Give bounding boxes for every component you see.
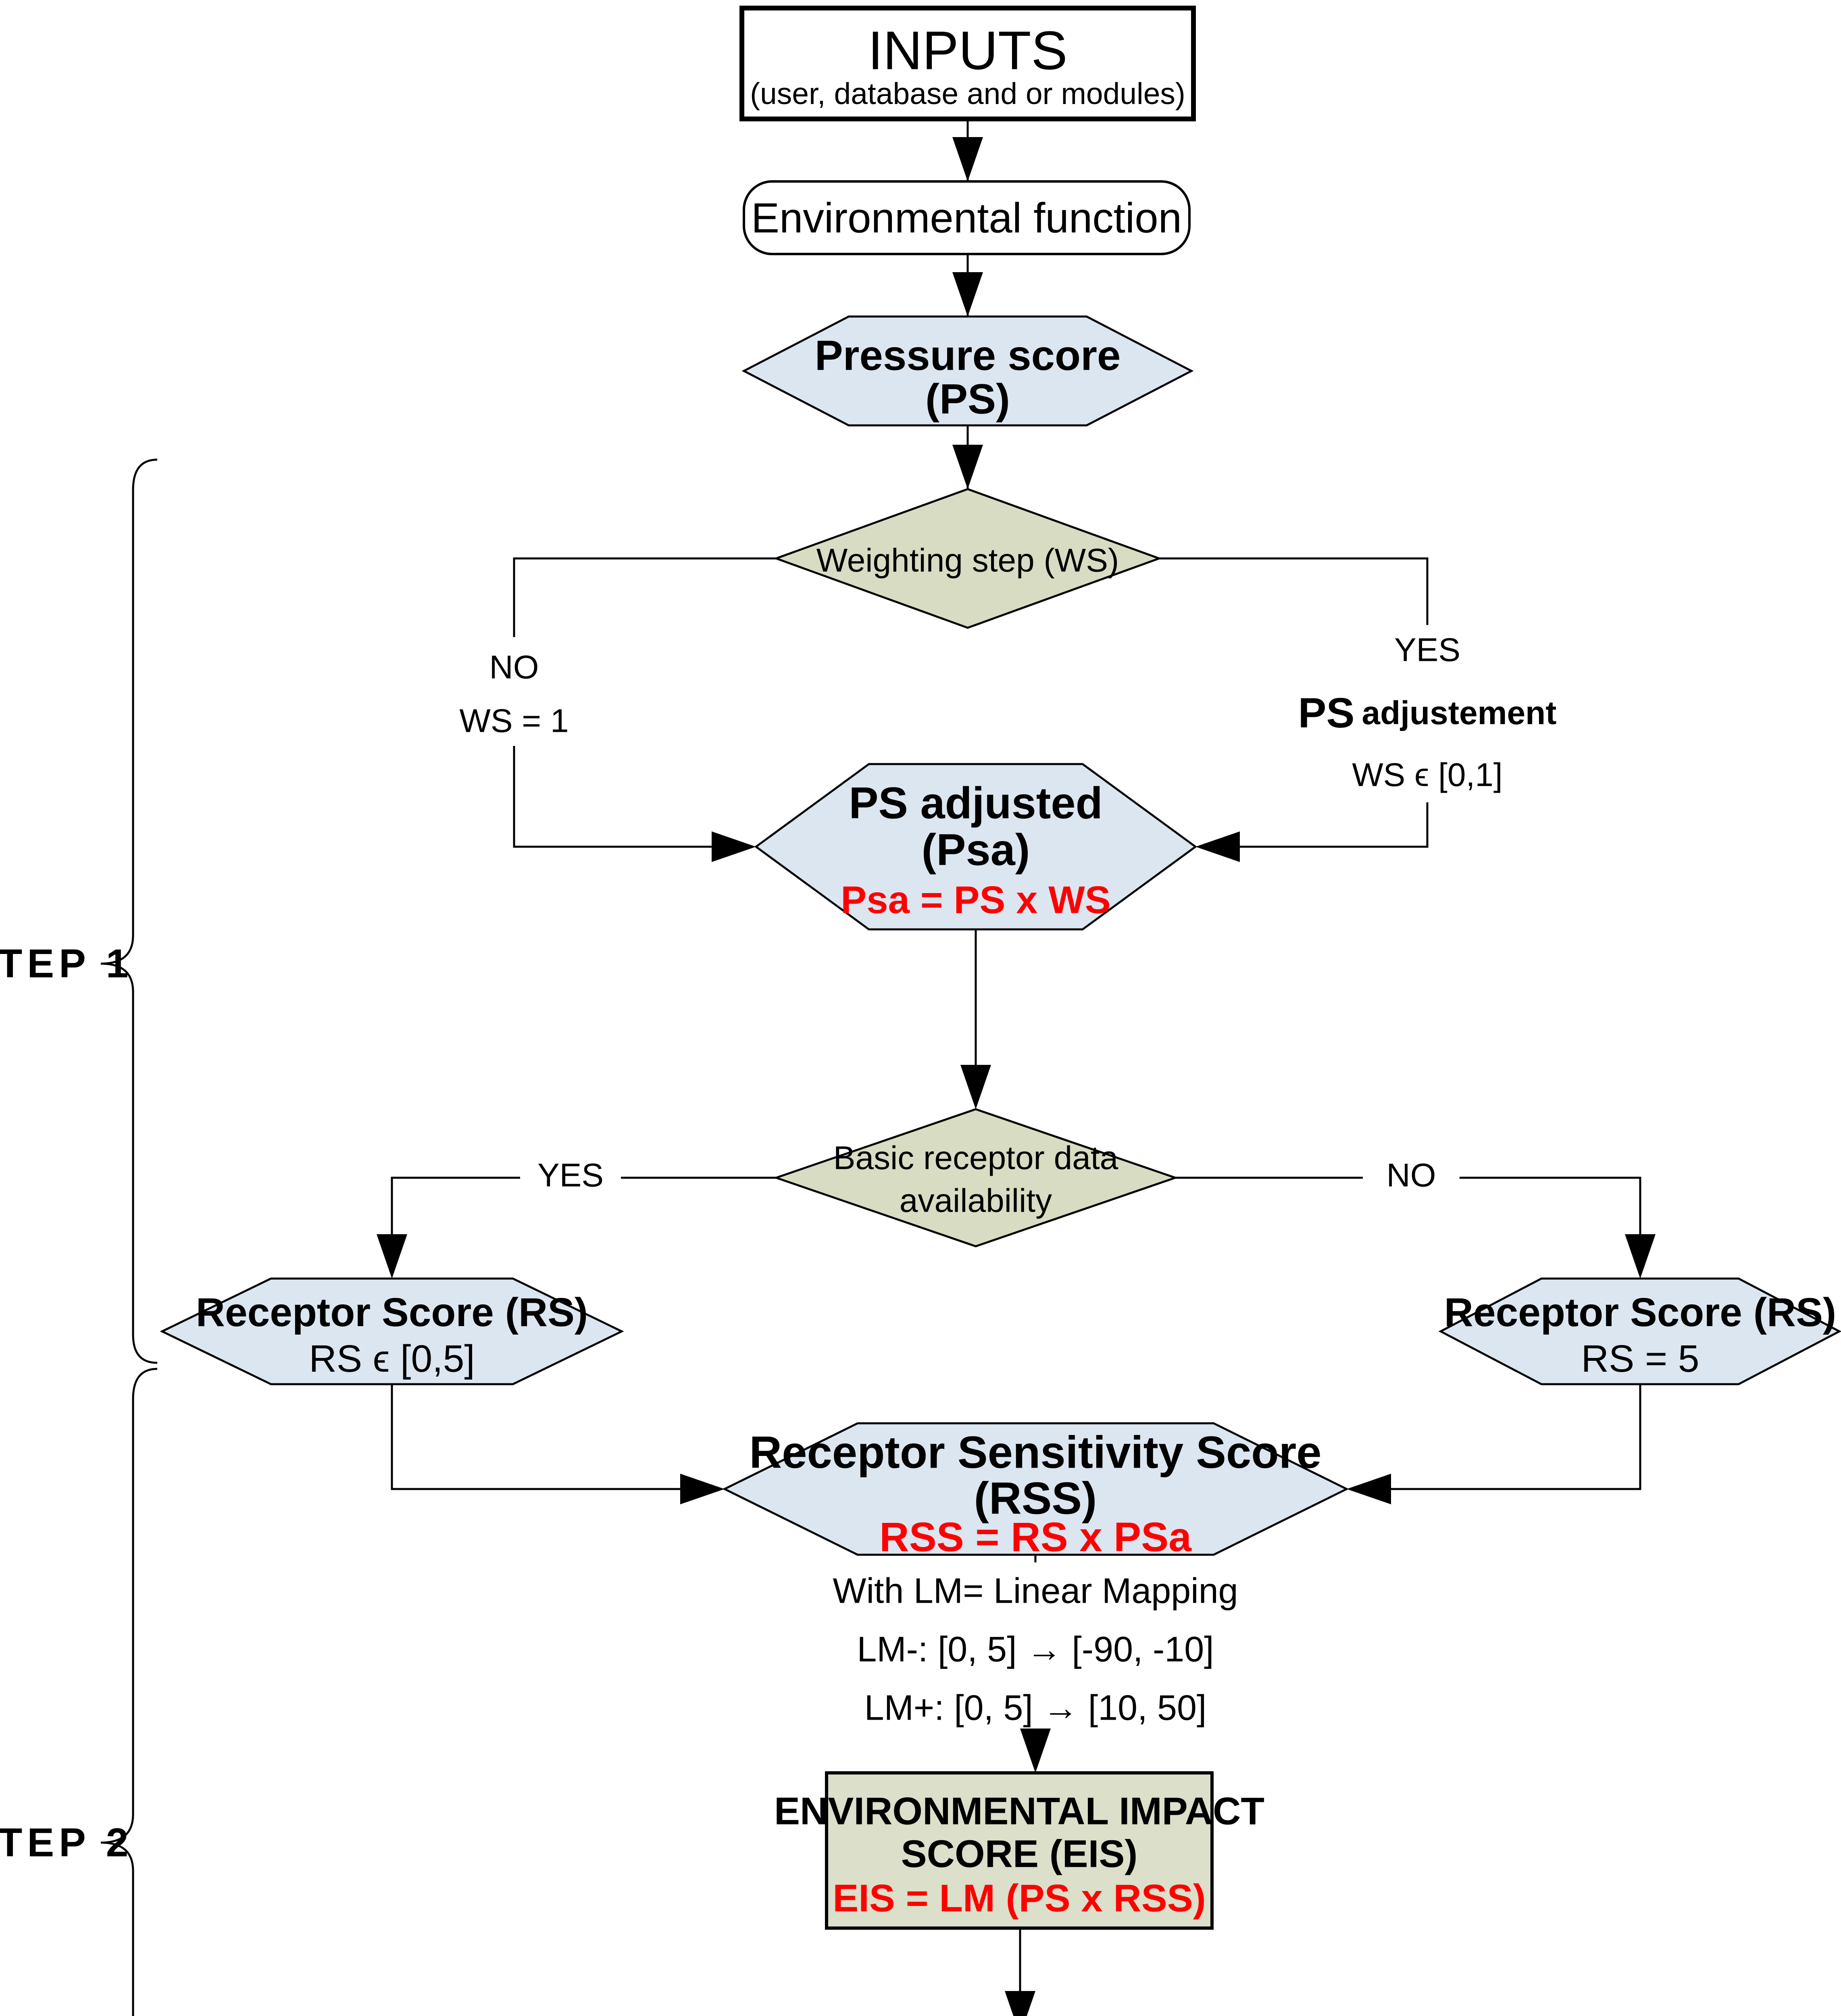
brace-step1 [100,458,158,1364]
rss-line2: (RSS) [974,1473,1097,1524]
step2-label: STEP 2 [0,1820,133,1865]
avail-no-bg [1363,1151,1460,1202]
pressure-line2: (PS) [925,376,1010,423]
ps-adjusted-hex [754,763,1197,931]
avail-yes-bg [520,1151,621,1202]
ws-no-sub: WS = 1 [459,703,569,739]
psadj-formula: Psa = PS x WS [841,879,1111,922]
rsleft-line2: RS ϵ [0,5] [309,1337,475,1380]
basic-line1: Basic receptor data [833,1140,1118,1177]
lm-note-bg [843,1562,1230,1736]
rsleft-line1: Receptor Score (RS) [196,1290,588,1335]
psadj-line2: (Psa) [922,825,1030,875]
arrow-into-weighting [952,445,983,489]
rsright-line1: Receptor Score (RS) [1444,1290,1836,1335]
arrowheads [377,137,1656,2016]
lm-line1: With LM= Linear Mapping [833,1571,1238,1611]
arrow-into-basic [960,1065,991,1109]
arrow-into-rss-left [680,1474,725,1504]
avail-yes-label: YES [537,1157,604,1194]
connector-basic-yes [391,1177,776,1258]
ws-yes-label: YES [1394,632,1460,669]
receptor-score-right-hex [1438,1277,1841,1385]
ws-yes-rest: adjustement [1362,695,1557,731]
basic-line2: availability [900,1183,1052,1219]
inputs-box [739,6,1196,121]
arrow-into-eis [1020,1729,1051,1773]
inputs-subtitle: (user, database and or modules) [750,77,1185,110]
ws-yes-sub: WS ϵ [0,1] [1352,757,1502,793]
eis-line1: ENVIRONMENTAL IMPACT [774,1790,1264,1833]
arrow-into-env [952,137,983,181]
receptor-score-left-hex [160,1277,624,1385]
texts: INPUTS (user, database and or modules) E… [0,20,1836,1920]
environmental-function-label: Environmental function [751,195,1182,242]
psadj-line1: PS adjusted [849,779,1103,828]
lm-line3: LM+: [0, 5] → [10, 50] [864,1688,1207,1728]
brace-step2 [100,1368,158,2016]
inputs-title: INPUTS [868,20,1067,81]
ws-yes-strong: PS [1298,689,1354,737]
connector-rsright-rss [1371,1384,1641,1490]
weighting-label: Weighting step (WS) [816,542,1119,579]
rss-formula: RSS = RS x PSa [879,1514,1192,1560]
arrow-into-pressure [952,272,983,317]
connector-basic-no [1175,1177,1641,1258]
connector-rsleft-rss [391,1384,698,1490]
arrow-into-rsright [1625,1234,1656,1279]
pressure-line1: Pressure score [815,332,1121,379]
eis-line2: SCORE (EIS) [901,1833,1138,1876]
rss-line1: Receptor Sensitivity Score [749,1427,1321,1478]
arrow-into-regulatory [1005,1991,1035,2016]
arrow-into-psadj-left [712,831,756,862]
eis-formula: EIS = LM (PS x RSS) [833,1877,1206,1920]
ws-yes-bg [1286,625,1568,802]
pressure-score-hex [741,315,1194,427]
label-backgrounds [448,625,1568,1736]
rsright-line2: RS = 5 [1581,1337,1699,1380]
arrow-into-rss-right [1347,1474,1391,1504]
shapes [160,6,1841,1930]
lm-line2: LM-: [0, 5] → [-90, -10] [857,1629,1214,1669]
weighting-step-diamond [773,488,1162,629]
ws-no-bg [448,637,581,746]
avail-no-label: NO [1387,1157,1436,1194]
environmental-function-box [743,180,1191,255]
step-braces [100,458,158,2016]
step1-label: STEP 1 [0,941,133,986]
arrow-into-rsleft [377,1234,407,1279]
arrow-into-psadj-right [1195,831,1240,862]
rss-hex [722,1422,1349,1556]
basic-receptor-diamond [773,1108,1179,1248]
ws-no-label: NO [489,649,539,686]
eis-box [825,1771,1214,1930]
